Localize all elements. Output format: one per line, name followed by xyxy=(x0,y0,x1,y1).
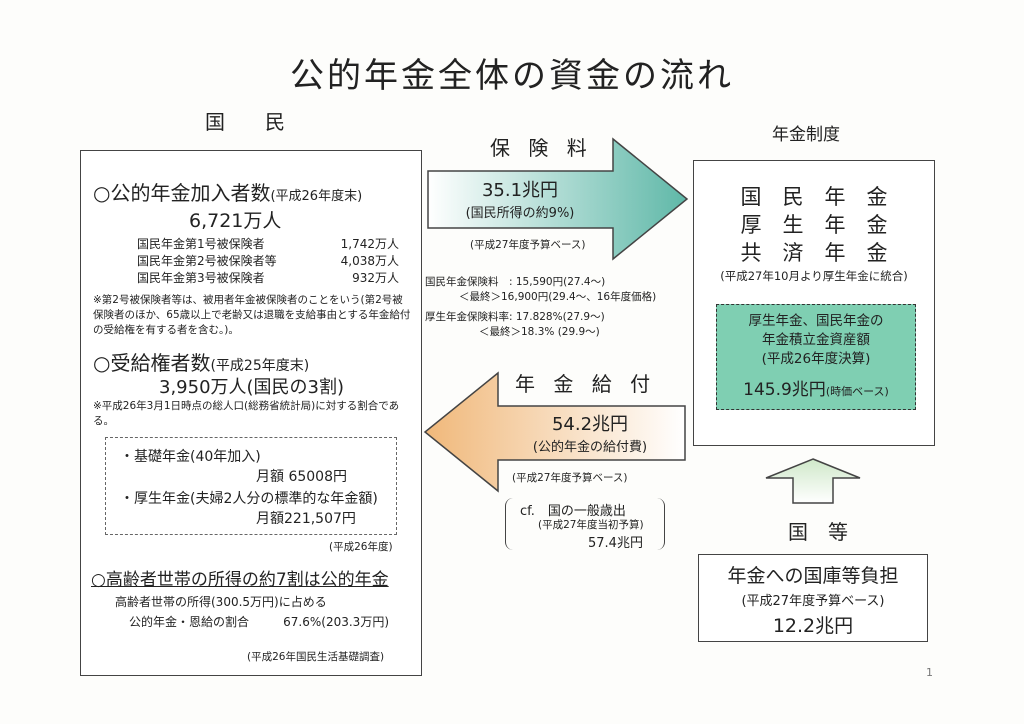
page-title: 公的年金全体の資金の流れ xyxy=(290,56,734,96)
premium-sub: (国民所得の約9%) xyxy=(465,206,575,221)
state-line1: 年金への国庫等負担 xyxy=(727,565,899,587)
reserve-fund-box: 厚生年金、国民年金の 年金積立金資産額 (平成26年度決算) 145.9兆円(時… xyxy=(716,304,916,410)
reserve-amount: 145.9兆円(時価ベース) xyxy=(743,380,889,400)
benefit-amount: 54.2兆円 xyxy=(551,414,629,435)
state-contribution-box: 年金への国庫等負担 (平成27年度予算ベース) 12.2兆円 xyxy=(698,554,928,642)
pension-system-box: 国 民 年 金 厚 生 年 金 共 済 年 金 (平成27年10月より厚生年金に… xyxy=(693,160,935,446)
cf-line2: (平成27年度当初予算) xyxy=(538,519,644,531)
system-header: 年金制度 xyxy=(772,125,840,145)
state-amount: 12.2兆円 xyxy=(772,615,854,637)
premium-rates: 国民年金保険料 : 15,590円(27.4～) ＜最終＞16,900円(29.… xyxy=(425,275,656,340)
elderly-source: (平成26年国民生活基礎調査) xyxy=(247,651,385,663)
employee-pension-value: 月額221,507円 xyxy=(256,511,356,527)
national-pension: 国 民 年 金 xyxy=(740,185,888,209)
enrollees-heading: ○公的年金加入者数(平成26年度末) xyxy=(93,181,363,205)
up-arrow xyxy=(765,458,861,504)
recipients-heading: ○受給権者数(平成25年度末) xyxy=(93,351,310,375)
page-number: 1 xyxy=(926,666,933,679)
state-line2: (平成27年度予算ベース) xyxy=(741,594,885,609)
mutual-aid-pension: 共 済 年 金 xyxy=(740,241,888,265)
enrollees-total: 6,721万人 xyxy=(189,210,282,232)
benefit-header: 年 金 給 付 xyxy=(515,372,657,396)
recipients-total: 3,950万人(国民の3割) xyxy=(159,377,345,398)
premium-amount-block: 35.1兆円 (国民所得の約9%) xyxy=(430,176,610,221)
benefit-amount-box: ・基礎年金(40年加入) 月額 65008円 ・厚生年金(夫婦2人分の標準的な年… xyxy=(105,437,397,535)
cf-line1: cf. 国の一般歳出 xyxy=(520,504,626,519)
elderly-heading: ○高齢者世帯の所得の約7割は公的年金 xyxy=(91,570,389,590)
recipients-note: ※平成26年3月1日時点の総人口(総務省統計局)に対する割合である。 xyxy=(93,400,400,427)
premium-amount: 35.1兆円 xyxy=(481,180,559,201)
enrollees-note: ※第2号被保険者等は、被用者年金被保険者のことをいう(第2号被保険者のほか、65… xyxy=(93,294,411,336)
reserve-text: 厚生年金、国民年金の 年金積立金資産額 (平成26年度決算) xyxy=(748,313,884,367)
basic-pension-label: ・基礎年金(40年加入) xyxy=(120,449,261,465)
national-pension-premium-final: ＜最終＞16,900円(29.4～、16年度価格) xyxy=(459,291,657,303)
premium-arrow xyxy=(427,137,689,261)
benefit-basis: (平成27年度予算ベース) xyxy=(512,472,628,484)
employee-pension-rate: 厚生年金保険料率: 17.828%(27.9～) xyxy=(425,311,605,323)
citizens-header: 国 民 xyxy=(205,110,295,134)
benefit-sub: (公的年金の給付費) xyxy=(532,440,648,455)
basic-pension-value: 月額 65008円 xyxy=(256,469,347,485)
employees-pension: 厚 生 年 金 xyxy=(740,213,888,237)
state-header: 国 等 xyxy=(788,520,848,544)
national-pension-premium: 国民年金保険料 : 15,590円(27.4～) xyxy=(425,276,606,288)
benefit-amount-block: 54.2兆円 (公的年金の給付費) xyxy=(500,410,680,455)
cf-line3: 57.4兆円 xyxy=(588,536,643,551)
premium-basis: (平成27年度予算ベース) xyxy=(470,239,586,251)
premium-header: 保 険 料 xyxy=(490,136,593,160)
elderly-line1: 高齢者世帯の所得(300.5万円)に占める xyxy=(115,595,327,609)
general-expenditure-box: cf. 国の一般歳出 (平成27年度当初予算) 57.4兆円 xyxy=(505,498,665,551)
benefit-arrow xyxy=(423,371,686,493)
employee-pension-label: ・厚生年金(夫婦2人分の標準的な年金額) xyxy=(120,491,378,507)
benefit-year: (平成26年度) xyxy=(329,541,393,553)
employee-pension-rate-final: ＜最終＞18.3% (29.9～) xyxy=(479,326,600,338)
integration-note: (平成27年10月より厚生年金に統合) xyxy=(720,269,908,283)
pension-types: 国 民 年 金 厚 生 年 金 共 済 年 金 xyxy=(694,183,934,267)
